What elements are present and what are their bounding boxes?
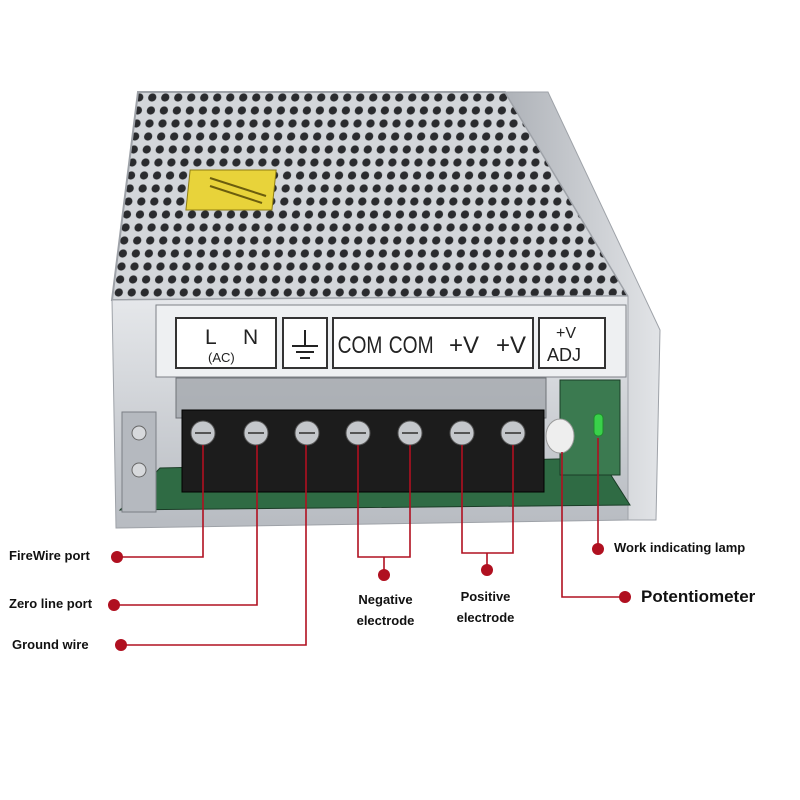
label-v-plus-1: +V [449, 332, 479, 359]
dot-positive [481, 564, 493, 576]
label-positive-electrode: Positive electrode [443, 586, 528, 628]
label-zero-line-port: Zero line port [9, 596, 93, 611]
bracket-screw-icon [131, 462, 147, 478]
label-negative-electrode: Negative electrode [343, 589, 428, 631]
dot-potentiometer [619, 591, 631, 603]
dot-negative [378, 569, 390, 581]
label-box-outputs [332, 317, 534, 369]
ground-symbol-icon [292, 330, 318, 359]
label-negative-line1: Negative [358, 592, 413, 607]
label-com-1: COM [338, 331, 383, 359]
leader-lines [117, 438, 624, 646]
label-ac: (AC) [208, 350, 235, 365]
label-v-plus-2: +V [496, 332, 526, 359]
leader-firewire [120, 445, 204, 558]
label-box-ac [175, 317, 277, 369]
leader-zero-line [117, 445, 258, 606]
label-positive-line2: electrode [456, 610, 515, 625]
dot-zero-line [108, 599, 120, 611]
label-positive-line1: Positive [460, 589, 511, 604]
dot-ground [115, 639, 127, 651]
label-negative-line2: electrode [356, 613, 415, 628]
label-com-2: COM [389, 331, 434, 359]
label-firewire-port: FireWire port [9, 548, 90, 563]
dot-firewire [111, 551, 123, 563]
label-n: N [243, 326, 258, 349]
label-ground-wire: Ground wire [12, 637, 89, 652]
warning-sticker [185, 169, 277, 211]
label-v-plus-adj: +V [556, 325, 576, 342]
label-box-adj [538, 317, 606, 369]
label-potentiometer: Potentiometer [641, 587, 756, 606]
bracket-screw-icon [131, 425, 147, 441]
callout-dots [108, 543, 631, 651]
label-l: L [205, 326, 217, 349]
leader-ground [121, 445, 307, 646]
potentiometer-knob [545, 418, 575, 454]
label-adj: ADJ [547, 345, 581, 365]
label-work-indicating-lamp: Work indicating lamp [614, 540, 746, 555]
leader-potentiometer [561, 452, 624, 598]
dot-lamp [592, 543, 604, 555]
indicator-led [593, 413, 604, 437]
